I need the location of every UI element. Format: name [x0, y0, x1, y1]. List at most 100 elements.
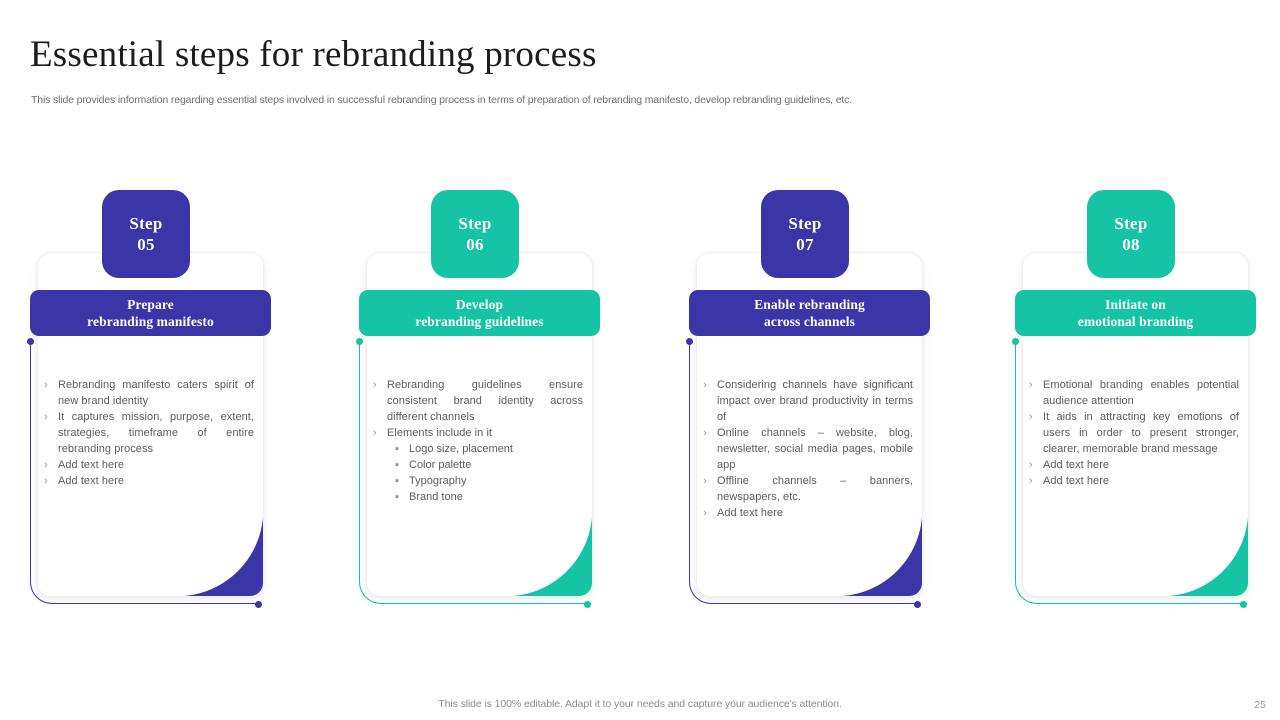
corner-swoosh-decoration	[836, 510, 922, 596]
bullet-text: Rebranding guidelines ensure consistent …	[387, 379, 583, 423]
card-title-pill: Enable rebranding across channels	[689, 290, 930, 336]
square-bullet-icon: ▪	[395, 475, 399, 487]
bullet-text: It captures mission, purpose, extent, st…	[58, 411, 254, 455]
page-subtitle: This slide provides information regardin…	[31, 94, 853, 106]
sub-bullet-item: ▪ Logo size, placement	[371, 441, 583, 457]
step-number: 06	[466, 235, 484, 254]
card-title-line1: Prepare	[127, 297, 174, 312]
step-word: Step	[1114, 214, 1148, 233]
accent-dot-end	[584, 600, 591, 608]
bullet-text: Add text here	[1043, 475, 1110, 487]
sub-bullet-item: ▪ Typography	[371, 473, 583, 489]
bullet-text: Rebranding manifesto caters spirit of ne…	[58, 379, 254, 407]
accent-dot-end	[914, 600, 921, 608]
card-title-pill: Develop rebranding guidelines	[359, 290, 600, 336]
accent-dot-start	[1012, 338, 1020, 345]
bullet-item: › Add text here	[701, 505, 913, 521]
card-title-line2: emotional branding	[1077, 314, 1194, 329]
square-bullet-icon: ▪	[395, 491, 399, 503]
chevron-bullet-icon: ›	[373, 379, 377, 391]
accent-dot-start	[686, 338, 694, 345]
square-bullet-icon: ▪	[395, 459, 399, 471]
step-badge-08: Step 08	[1087, 190, 1175, 278]
square-bullet-icon: ▪	[395, 443, 399, 455]
bullet-text: Online channels – website, blog, newslet…	[717, 427, 913, 471]
chevron-bullet-icon: ›	[703, 427, 707, 439]
accent-dot-end	[255, 600, 262, 608]
chevron-bullet-icon: ›	[44, 475, 48, 487]
page-number: 25	[1254, 699, 1266, 711]
bullet-text: Add text here	[717, 507, 784, 519]
bullet-list: › Emotional branding enables potential au…	[1027, 377, 1239, 489]
step-card-05: › Rebranding manifesto caters spirit of n…	[27, 190, 290, 615]
step-badge-06: Step 06	[431, 190, 519, 278]
bullet-list: › Rebranding manifesto caters spirit of n…	[42, 377, 254, 489]
card-title-line2: rebranding guidelines	[415, 314, 544, 329]
bullet-text: Add text here	[1043, 459, 1110, 471]
card-title-line2: across channels	[764, 314, 855, 329]
card-title-line1: Develop	[455, 297, 504, 312]
accent-dot-start	[356, 338, 364, 345]
bullet-list: › Rebranding guidelines ensure consistent…	[371, 377, 583, 505]
corner-swoosh-decoration	[506, 510, 592, 596]
bullet-item: › Add text here	[1027, 473, 1239, 489]
bullet-text: Emotional branding enables potential aud…	[1043, 379, 1239, 407]
step-badge-07: Step 07	[761, 190, 849, 278]
chevron-bullet-icon: ›	[44, 379, 48, 391]
steps-card-row: › Rebranding manifesto caters spirit of n…	[0, 190, 1280, 620]
step-number: 08	[1122, 235, 1140, 254]
step-word: Step	[788, 214, 822, 233]
bullet-item: › Considering channels have significant i…	[701, 377, 913, 425]
page-title: Essential steps for rebranding process	[30, 34, 597, 75]
bullet-text: Elements include in it	[387, 427, 493, 439]
sub-bullet-text: Brand tone	[409, 491, 463, 503]
chevron-bullet-icon: ›	[703, 379, 707, 391]
bullet-item: › Add text here	[42, 457, 254, 473]
chevron-bullet-icon: ›	[1029, 475, 1033, 487]
chevron-bullet-icon: ›	[44, 411, 48, 423]
sub-bullet-text: Color palette	[409, 459, 472, 471]
step-card-06: › Rebranding guidelines ensure consistent…	[356, 190, 619, 615]
bullet-item: › Add text here	[1027, 457, 1239, 473]
corner-swoosh-decoration	[1162, 510, 1248, 596]
card-title-line1: Enable rebranding	[754, 297, 865, 312]
step-word: Step	[129, 214, 163, 233]
bullet-list: › Considering channels have significant i…	[701, 377, 913, 521]
bullet-item: › Rebranding guidelines ensure consistent…	[371, 377, 583, 425]
sub-bullet-text: Typography	[409, 475, 467, 487]
accent-dot-end	[1240, 600, 1247, 608]
card-title-line1: Initiate on	[1105, 297, 1166, 312]
step-number: 05	[137, 235, 155, 254]
chevron-bullet-icon: ›	[703, 507, 707, 519]
step-number: 07	[796, 235, 814, 254]
step-badge-05: Step 05	[102, 190, 190, 278]
bullet-text: Add text here	[58, 459, 125, 471]
bullet-item: › Online channels – website, blog, newsle…	[701, 425, 913, 473]
chevron-bullet-icon: ›	[373, 427, 377, 439]
card-title-pill: Initiate on emotional branding	[1015, 290, 1256, 336]
chevron-bullet-icon: ›	[1029, 459, 1033, 471]
bullet-text: Add text here	[58, 475, 125, 487]
chevron-bullet-icon: ›	[1029, 379, 1033, 391]
bullet-text: Offline channels – banners, newspapers, …	[717, 475, 913, 503]
bullet-item: › Emotional branding enables potential au…	[1027, 377, 1239, 409]
chevron-bullet-icon: ›	[703, 475, 707, 487]
step-card-08: › Emotional branding enables potential au…	[1012, 190, 1275, 615]
sub-bullet-text: Logo size, placement	[409, 443, 513, 455]
footer-note: This slide is 100% editable. Adapt it to…	[438, 698, 842, 710]
accent-dot-start	[27, 338, 35, 345]
sub-bullet-item: ▪ Brand tone	[371, 489, 583, 505]
sub-bullet-item: ▪ Color palette	[371, 457, 583, 473]
bullet-item: › It captures mission, purpose, extent, s…	[42, 409, 254, 457]
chevron-bullet-icon: ›	[44, 459, 48, 471]
bullet-item: › Offline channels – banners, newspapers,…	[701, 473, 913, 505]
bullet-item: › Rebranding manifesto caters spirit of n…	[42, 377, 254, 409]
step-word: Step	[458, 214, 492, 233]
bullet-item: › Add text here	[42, 473, 254, 489]
bullet-item: › It aids in attracting key emotions of u…	[1027, 409, 1239, 457]
corner-swoosh-decoration	[177, 510, 263, 596]
bullet-text: It aids in attracting key emotions of us…	[1043, 411, 1239, 455]
chevron-bullet-icon: ›	[1029, 411, 1033, 423]
bullet-text: Considering channels have significant im…	[717, 379, 913, 423]
